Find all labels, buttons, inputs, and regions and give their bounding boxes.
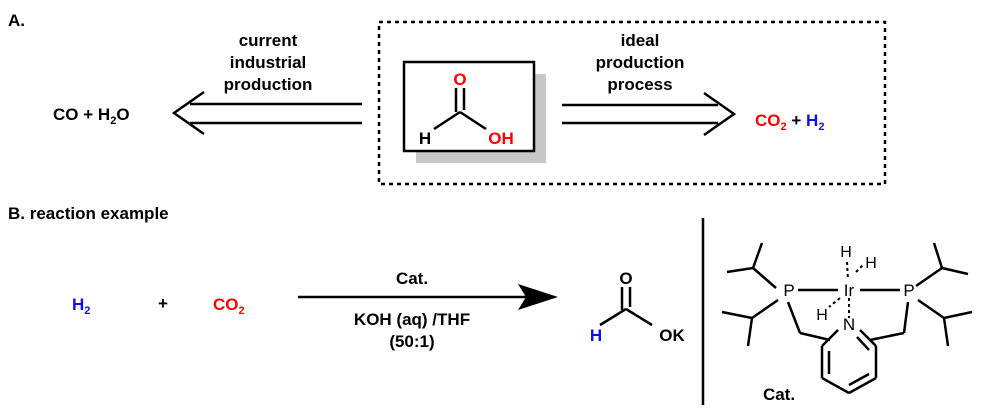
catalyst-p-left: P — [783, 281, 794, 300]
formate-structure — [599, 287, 653, 327]
panel-a-label: A. — [8, 11, 25, 30]
dashed-frame — [377, 20, 887, 186]
formic-acid-o: O — [453, 70, 466, 89]
catalyst-dashed-bonds — [828, 261, 865, 318]
formic-acid-h: H — [419, 129, 431, 148]
formic-acid-box — [402, 60, 536, 153]
formic-acid-oh: OH — [488, 129, 514, 148]
catalyst-p-right: P — [903, 281, 914, 300]
right-product: CO2 + H2 — [755, 111, 824, 133]
panel-b-label: B. reaction example — [8, 204, 169, 223]
reactant-plus: + — [158, 294, 168, 313]
left-arrow-label-1: current — [239, 31, 298, 50]
right-arrow-label-3: process — [607, 75, 672, 94]
reaction-arrow — [298, 284, 558, 310]
reactant-co2: CO2 — [213, 295, 245, 317]
arrow-ratio: (50:1) — [389, 332, 434, 351]
reactant-h2: H2 — [72, 295, 90, 317]
formate-o: O — [619, 269, 632, 288]
catalyst-h-bottom: H — [816, 307, 828, 324]
catalyst-structure — [721, 242, 973, 395]
right-double-arrow — [562, 91, 737, 137]
catalyst-h-right: H — [865, 255, 877, 272]
catalyst-n: N — [843, 315, 855, 334]
right-arrow-label-2: production — [596, 53, 685, 72]
left-double-arrow — [171, 90, 362, 136]
left-product: CO + H2O — [53, 105, 130, 127]
catalyst-ir: Ir — [844, 281, 855, 300]
formate-h: H — [590, 326, 602, 345]
formate-ok: OK — [659, 326, 685, 345]
arrow-conditions: KOH (aq) /THF — [354, 310, 470, 329]
left-arrow-label-3: production — [224, 75, 313, 94]
right-arrow-label-1: ideal — [621, 31, 660, 50]
arrow-catalyst-label: Cat. — [396, 269, 428, 288]
formic-acid-structure — [433, 88, 487, 131]
catalyst-h-top: H — [840, 244, 852, 261]
catalyst-caption: Cat. — [763, 385, 795, 404]
left-arrow-label-2: industrial — [230, 53, 307, 72]
